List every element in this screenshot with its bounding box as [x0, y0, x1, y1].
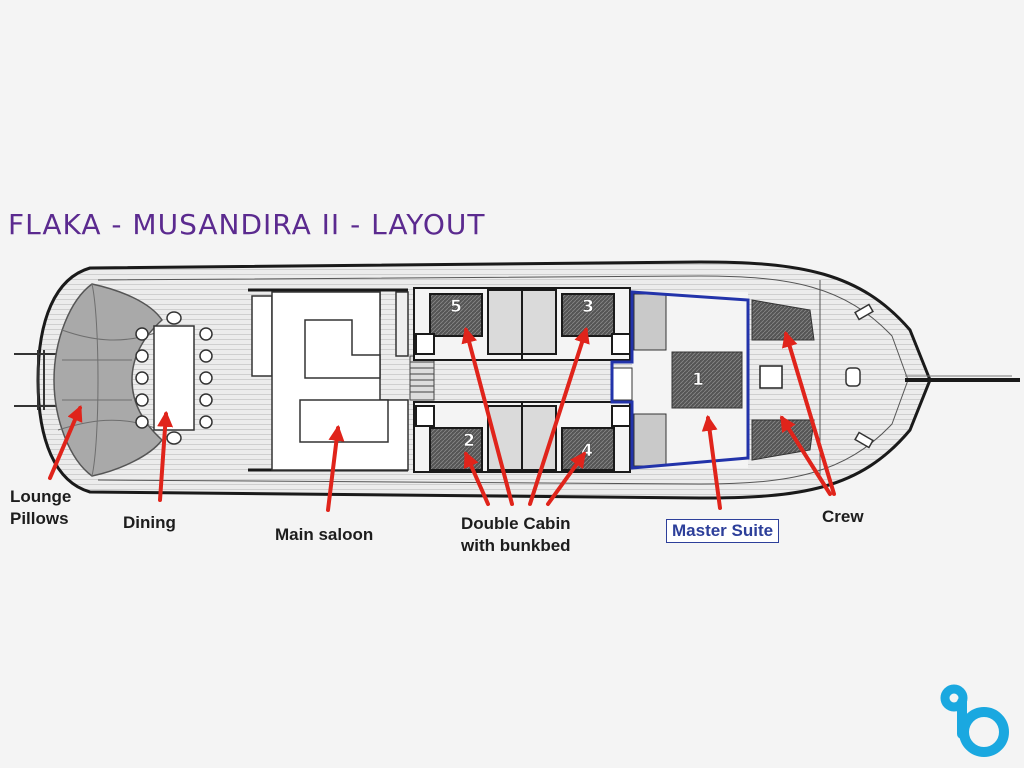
label-double-cabin: Double Cabin with bunkbed [461, 514, 571, 555]
cabin-number-3: 3 [582, 297, 594, 317]
cabin-number-1: 1 [692, 370, 704, 390]
cabin-number-2: 2 [463, 431, 475, 451]
label-crew: Crew [822, 507, 864, 526]
diagram-title: FLAKA - MUSANDIRA II - LAYOUT [8, 208, 486, 241]
label-master-suite: Master Suite [666, 519, 780, 543]
label-main-saloon: Main saloon [275, 525, 374, 544]
callout-arrows [48, 326, 836, 512]
label-lounge-pillows: Lounge Pillows [10, 487, 72, 528]
stern-ladder [14, 350, 62, 410]
main-saloon [248, 288, 409, 472]
master-suite-area [610, 290, 750, 470]
dining-area [135, 311, 213, 445]
bow-fittings [845, 303, 874, 449]
cabin-number-5: 5 [450, 297, 462, 317]
brand-b-icon [940, 684, 1009, 757]
label-dining: Dining [123, 513, 176, 532]
stairs [409, 355, 435, 401]
master-suite-outline [610, 290, 750, 470]
lounge-pillows-area [53, 283, 164, 477]
cabin-block [413, 287, 631, 473]
